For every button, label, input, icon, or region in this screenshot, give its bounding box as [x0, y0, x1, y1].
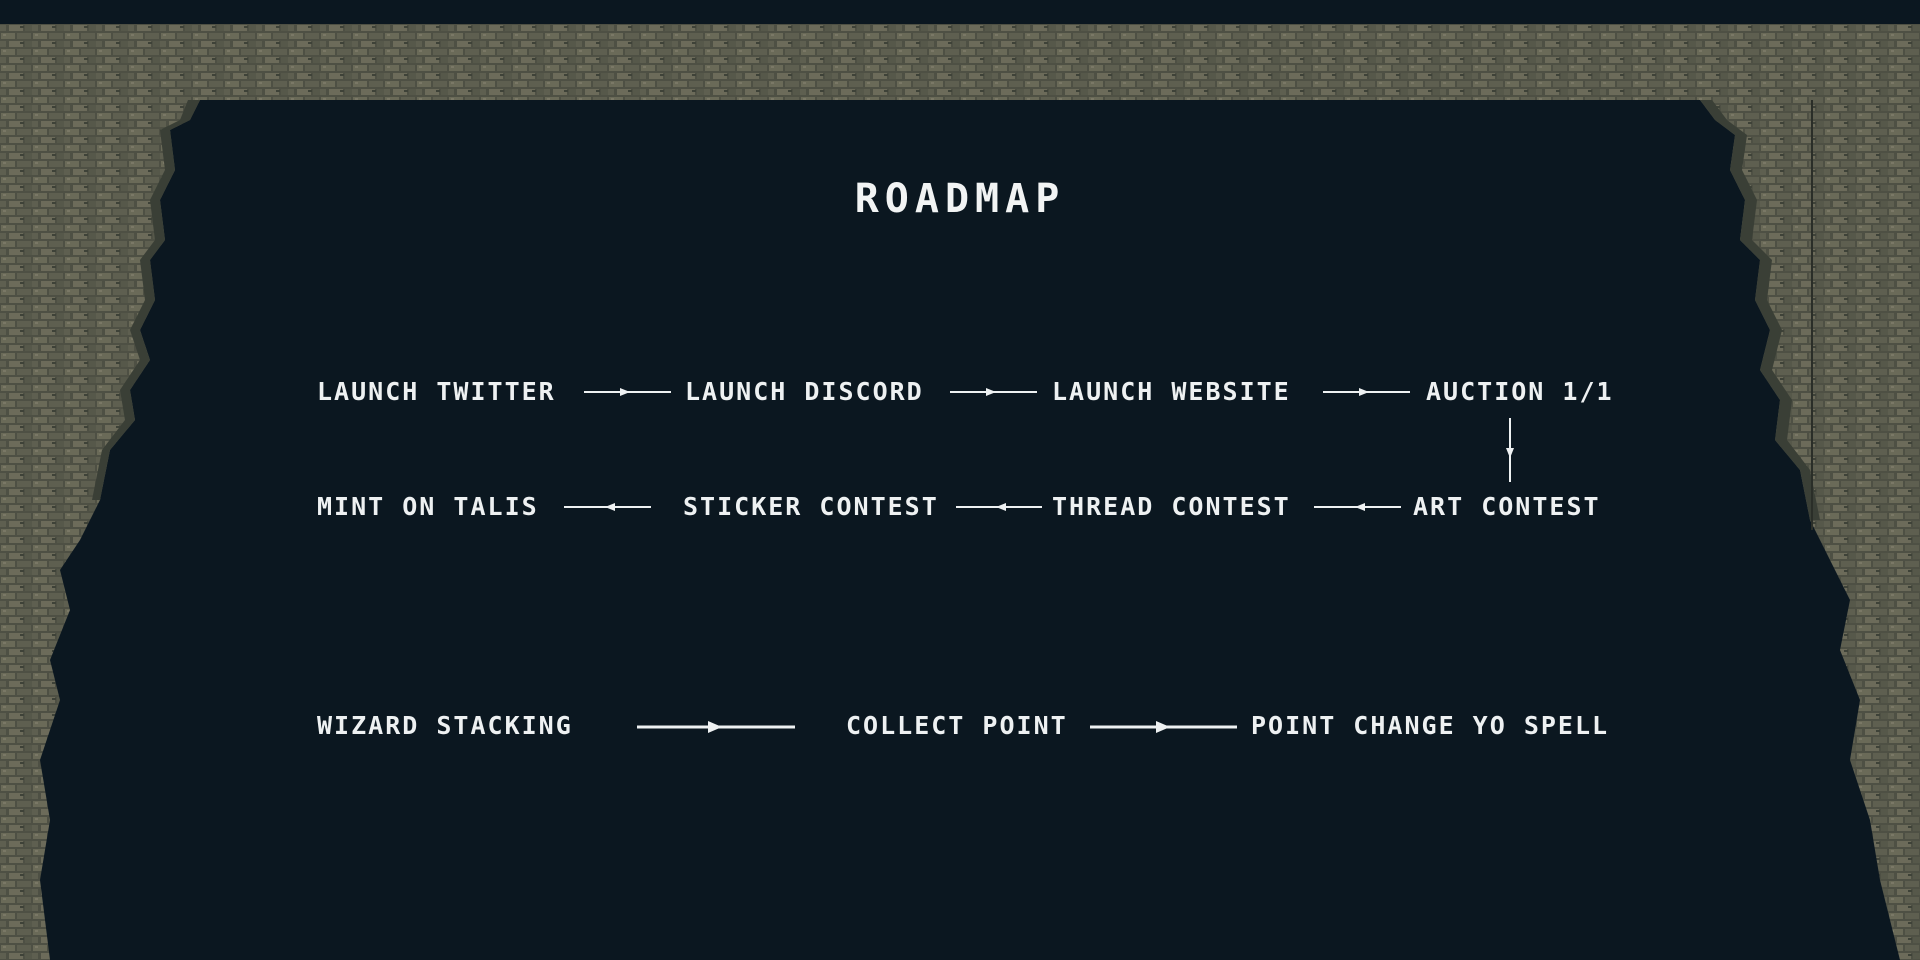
- step-mint-on-talis: MINT ON TALIS: [317, 492, 539, 521]
- arrow-left-2: [956, 503, 1042, 511]
- step-sticker-contest: STICKER CONTEST: [683, 492, 939, 521]
- arrow-right-2: [950, 388, 1037, 396]
- step-launch-twitter: LAUNCH TWITTER: [317, 377, 556, 406]
- arrow-right-1: [584, 388, 671, 396]
- arrow-right-4: [637, 721, 795, 733]
- step-launch-discord: LAUNCH DISCORD: [685, 377, 924, 406]
- arrow-left-3: [564, 503, 651, 511]
- step-point-change-yo-spell: POINT CHANGE YO SPELL: [1251, 711, 1610, 740]
- step-thread-contest: THREAD CONTEST: [1052, 492, 1291, 521]
- page-title: ROADMAP: [854, 176, 1066, 222]
- arrow-down: [1506, 418, 1514, 482]
- step-auction: AUCTION 1/1: [1426, 377, 1614, 406]
- arrow-right-3: [1323, 388, 1410, 396]
- step-wizard-stacking: WIZARD STACKING: [317, 711, 573, 740]
- arrow-left-1: [1314, 503, 1401, 511]
- step-art-contest: ART CONTEST: [1413, 492, 1601, 521]
- step-launch-website: LAUNCH WEBSITE: [1052, 377, 1291, 406]
- step-collect-point: COLLECT POINT: [846, 711, 1068, 740]
- arrow-right-5: [1090, 721, 1237, 733]
